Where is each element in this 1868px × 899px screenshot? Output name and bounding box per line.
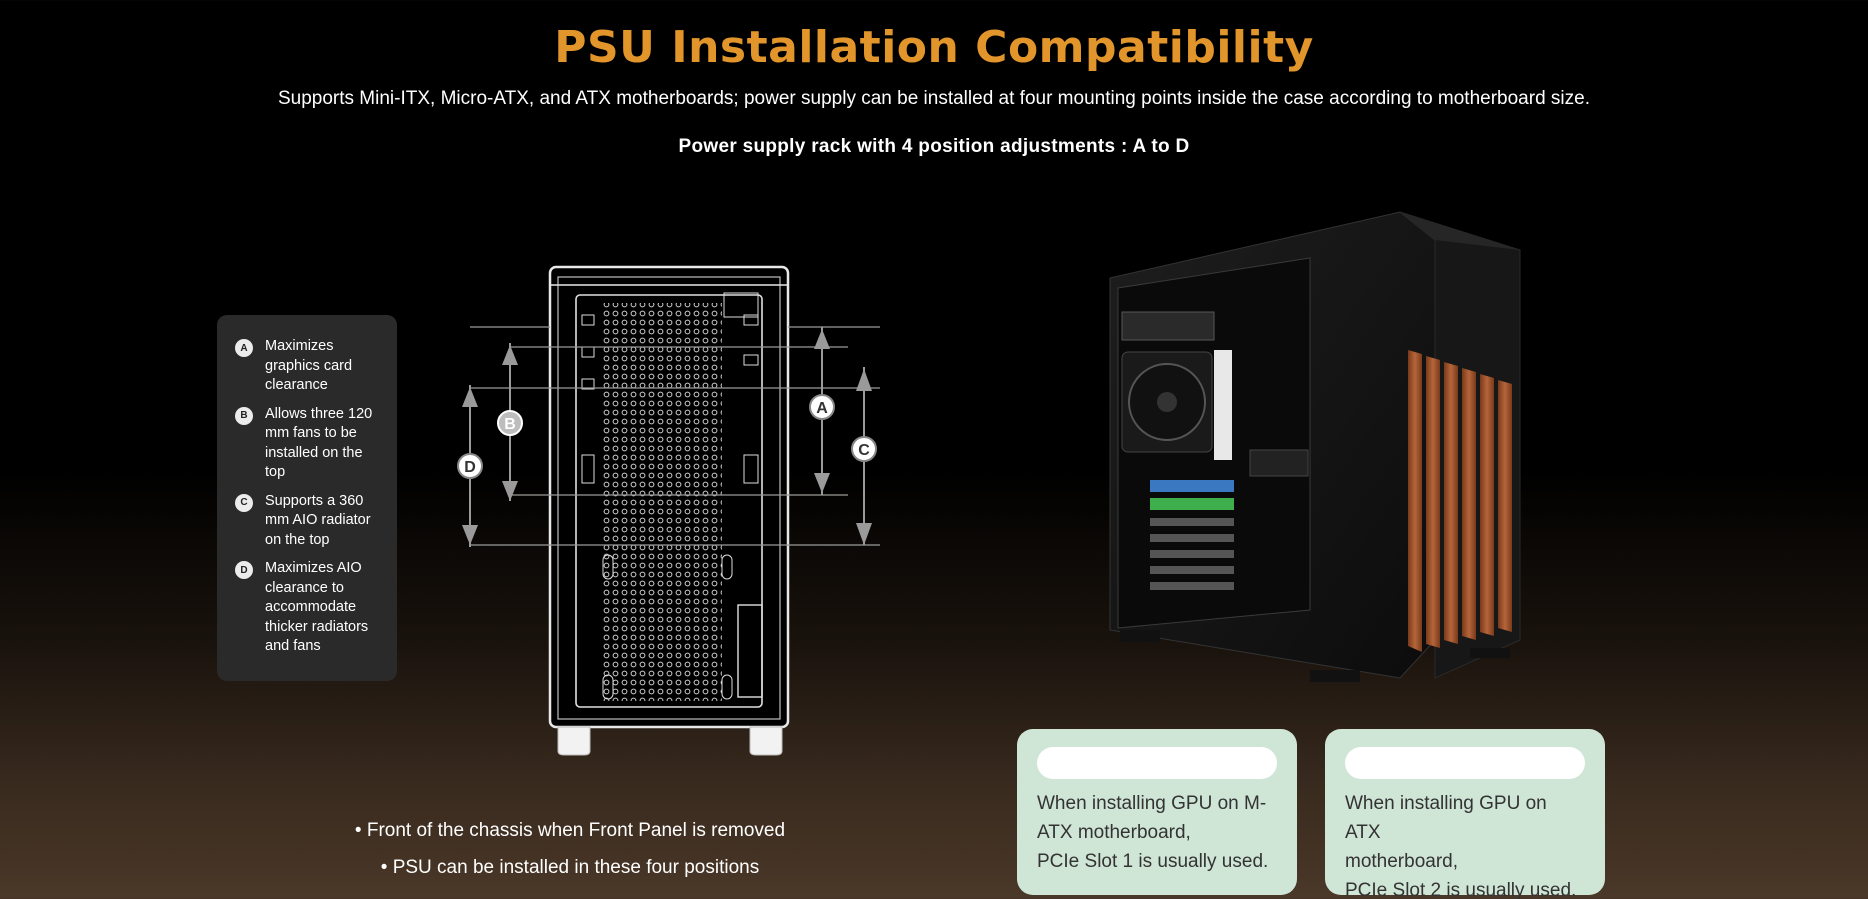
card-text-line2: ATX motherboard, (1037, 822, 1191, 843)
gpu-card-atx: When installing GPU on ATX motherboard, … (1325, 729, 1605, 899)
legend-text-a: Maximizes graphics card clearance (265, 338, 353, 393)
legend-badge-b: B (235, 406, 253, 425)
legend-text-c: Supports a 360 mm AIO radiator on the to… (265, 492, 371, 548)
legend-item-a: A Maximizes graphics card clearance (235, 337, 383, 396)
gpu-card-matx: When installing GPU on M- ATX motherboar… (1017, 729, 1297, 895)
rack-heading: Power supply rack with 4 position adjust… (678, 136, 1190, 157)
card-pill (1345, 747, 1585, 779)
legend-item-d: D Maximizes AIO clearance to accommodate… (235, 559, 383, 657)
pcie-slots (1150, 480, 1234, 590)
svg-text:A: A (816, 400, 828, 417)
label-d: D (457, 453, 483, 479)
position-guides (470, 326, 880, 546)
card-text-line1: When installing GPU on M- (1037, 793, 1267, 814)
legend-badge-d: D (235, 561, 253, 579)
page-subtitle: Supports Mini-ITX, Micro-ATX, and ATX mo… (277, 88, 1590, 109)
legend-item-b: B Allows three 120 mm fans to be install… (235, 405, 383, 483)
legend-item-c: C Supports a 360 mm AIO radiator on the … (235, 492, 383, 551)
legend-badge-a: A (235, 339, 253, 357)
legend-panel: A Maximizes graphics card clearance B Al… (217, 315, 397, 681)
card-text-line2: motherboard, (1345, 851, 1459, 872)
card-text-line1: When installing GPU on ATX (1345, 793, 1547, 843)
wood-slats (1408, 350, 1512, 652)
legend-badge-c: C (235, 493, 253, 512)
front-note: • Front of the chassis when Front Panel … (354, 820, 786, 841)
chassis-outline (548, 265, 790, 756)
card-pill (1037, 747, 1277, 779)
svg-text:D: D (464, 459, 476, 476)
legend-text-d: Maximizes AIO clearance to accommodate t… (265, 560, 369, 654)
svg-text:C: C (858, 442, 870, 459)
positions-note: • PSU can be installed in these four pos… (380, 857, 760, 878)
chassis-front-diagram: B D A C (457, 265, 880, 756)
label-a: A (809, 394, 835, 420)
svg-text:B: B (504, 416, 516, 433)
label-b: B (497, 410, 523, 436)
label-c: C (851, 436, 877, 462)
card-text-line3: PCIe Slot 1 is usually used. (1037, 851, 1269, 872)
page-title: PSU Installation Compatibility (554, 22, 1314, 73)
case-product-image (1109, 211, 1521, 682)
card-text-line3: PCIe Slot 2 is usually used. (1345, 880, 1577, 899)
legend-text-b: Allows three 120 mm fans to be installed… (265, 405, 373, 481)
